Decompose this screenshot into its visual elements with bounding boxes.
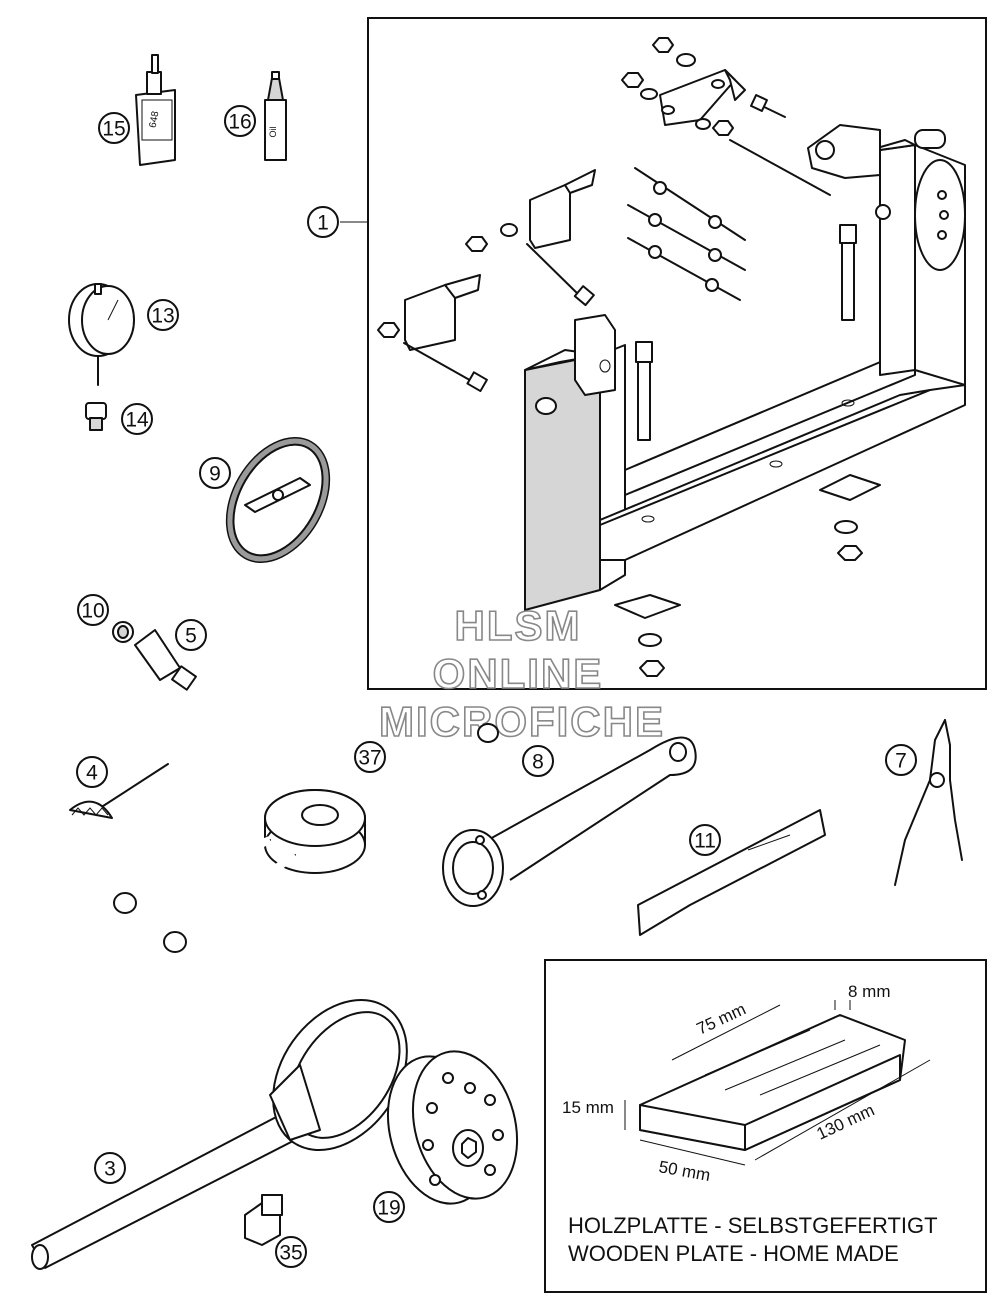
svg-text:9: 9 <box>209 463 221 486</box>
wooden-plate-box <box>544 959 987 1293</box>
wooden-plate-panel: 8 mm 75 mm 15 mm 130 mm 50 mm HOLZPLATTE… <box>544 959 987 1293</box>
svg-text:5: 5 <box>185 625 197 648</box>
holding-wrench <box>442 736 697 907</box>
note-german: HOLZPLATTE - SELBSTGEFERTIGT <box>568 1213 938 1238</box>
dial-gauge <box>68 283 135 386</box>
callout-37: 37 <box>354 741 386 773</box>
engine-stand-frame-box <box>367 17 987 690</box>
callout-9: 9 <box>199 457 231 489</box>
watermark-line-2: ONLINE <box>433 650 604 697</box>
dim-bottom: 50 mm <box>657 1157 711 1185</box>
watermark-line-1: HLSM <box>455 602 582 649</box>
dim-thickness: 15 mm <box>562 1098 614 1117</box>
callout-35: 35 <box>275 1236 307 1268</box>
callout-3: 3 <box>94 1152 126 1184</box>
svg-text:3: 3 <box>104 1158 116 1181</box>
svg-text:11: 11 <box>694 830 716 853</box>
gauge-adapter <box>85 402 107 431</box>
svg-text:4: 4 <box>86 762 98 785</box>
dim-length-top: 75 mm <box>694 999 749 1038</box>
svg-text:16: 16 <box>228 111 251 134</box>
watermark: HLSM ONLINE MICROFICHE <box>378 601 665 746</box>
callout-5: 5 <box>175 619 207 651</box>
svg-text:7: 7 <box>895 750 907 773</box>
svg-text:13: 13 <box>151 305 174 328</box>
svg-text:10: 10 <box>81 600 104 623</box>
callout-14: 14 <box>121 403 153 435</box>
dim-width: 8 mm <box>848 982 891 1001</box>
gauge-tool <box>69 763 169 819</box>
callout-4: 4 <box>76 756 108 788</box>
svg-text:1: 1 <box>317 212 329 235</box>
clutch-holder <box>31 999 408 1270</box>
svg-text:19: 19 <box>377 1197 400 1220</box>
callout-16: 16 <box>224 105 256 137</box>
grease-tube: Oil <box>264 71 287 161</box>
gauge-strip <box>637 809 826 936</box>
svg-text:37: 37 <box>358 747 381 770</box>
rotor-puller <box>386 1050 519 1205</box>
loctite-648-bottle: 648 <box>135 54 176 166</box>
grease-tube-label: Oil <box>268 127 278 138</box>
svg-text:15: 15 <box>102 118 125 141</box>
svg-text:14: 14 <box>125 409 149 432</box>
engine-stand-illustration <box>377 37 966 677</box>
callout-13: 13 <box>147 299 179 331</box>
callout-8: 8 <box>522 745 554 777</box>
callout-10: 10 <box>77 594 109 626</box>
svg-text:8: 8 <box>532 751 544 774</box>
loctite-label: 648 <box>148 110 162 129</box>
svg-text:35: 35 <box>279 1242 302 1265</box>
note-english: WOODEN PLATE - HOME MADE <box>568 1241 899 1266</box>
circlip-pliers <box>894 719 963 886</box>
callout-11: 11 <box>689 824 721 856</box>
callout-19: 19 <box>373 1191 405 1223</box>
degree-disc <box>225 437 331 563</box>
callout-1: 1 <box>307 206 339 238</box>
crankcase-separator <box>113 723 499 953</box>
socket-adapter <box>244 1194 283 1246</box>
callout-7: 7 <box>885 744 917 776</box>
watermark-line-3: MICROFICHE <box>379 698 665 745</box>
callout-15: 15 <box>98 112 130 144</box>
bearing-puller <box>112 621 197 691</box>
